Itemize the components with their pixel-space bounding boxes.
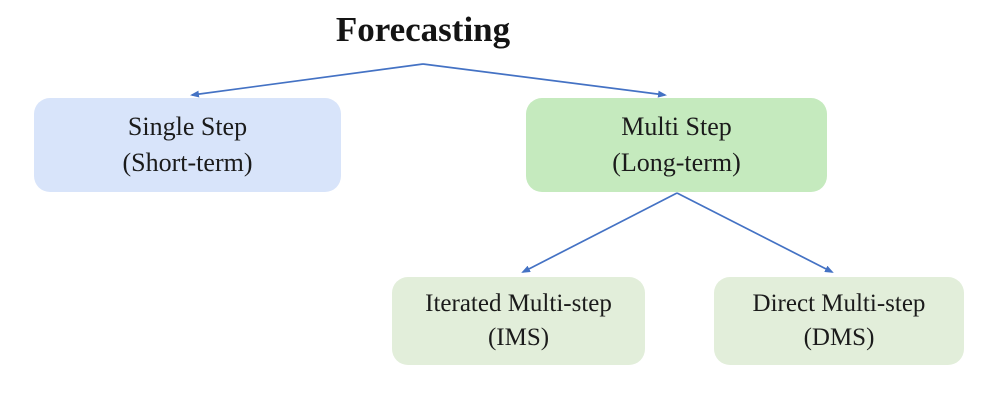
- node-sublabel: (Long-term): [612, 148, 741, 177]
- edge-multi-step-to-iterated: [521, 192, 678, 273]
- node-direct-multi-step: Direct Multi-step (DMS): [714, 277, 964, 365]
- edge-forecasting-to-single-step: [190, 63, 424, 98]
- edge-forecasting-to-multi-step: [422, 63, 667, 98]
- node-sublabel: (IMS): [487, 324, 550, 351]
- node-single-step: Single Step (Short-term): [34, 98, 341, 192]
- node-label: Multi Step: [621, 112, 732, 141]
- node-multi-step: Multi Step (Long-term): [526, 98, 827, 192]
- node-label: Iterated Multi-step: [425, 290, 612, 317]
- edge-multi-step-to-direct: [676, 192, 834, 273]
- node-sublabel: (DMS): [803, 324, 875, 351]
- diagram-title: Forecasting: [335, 10, 511, 49]
- node-label: Direct Multi-step: [752, 290, 926, 317]
- node-label: Single Step: [127, 112, 248, 141]
- node-sublabel: (Short-term): [122, 148, 253, 177]
- node-iterated-multi-step: Iterated Multi-step (IMS): [392, 277, 645, 365]
